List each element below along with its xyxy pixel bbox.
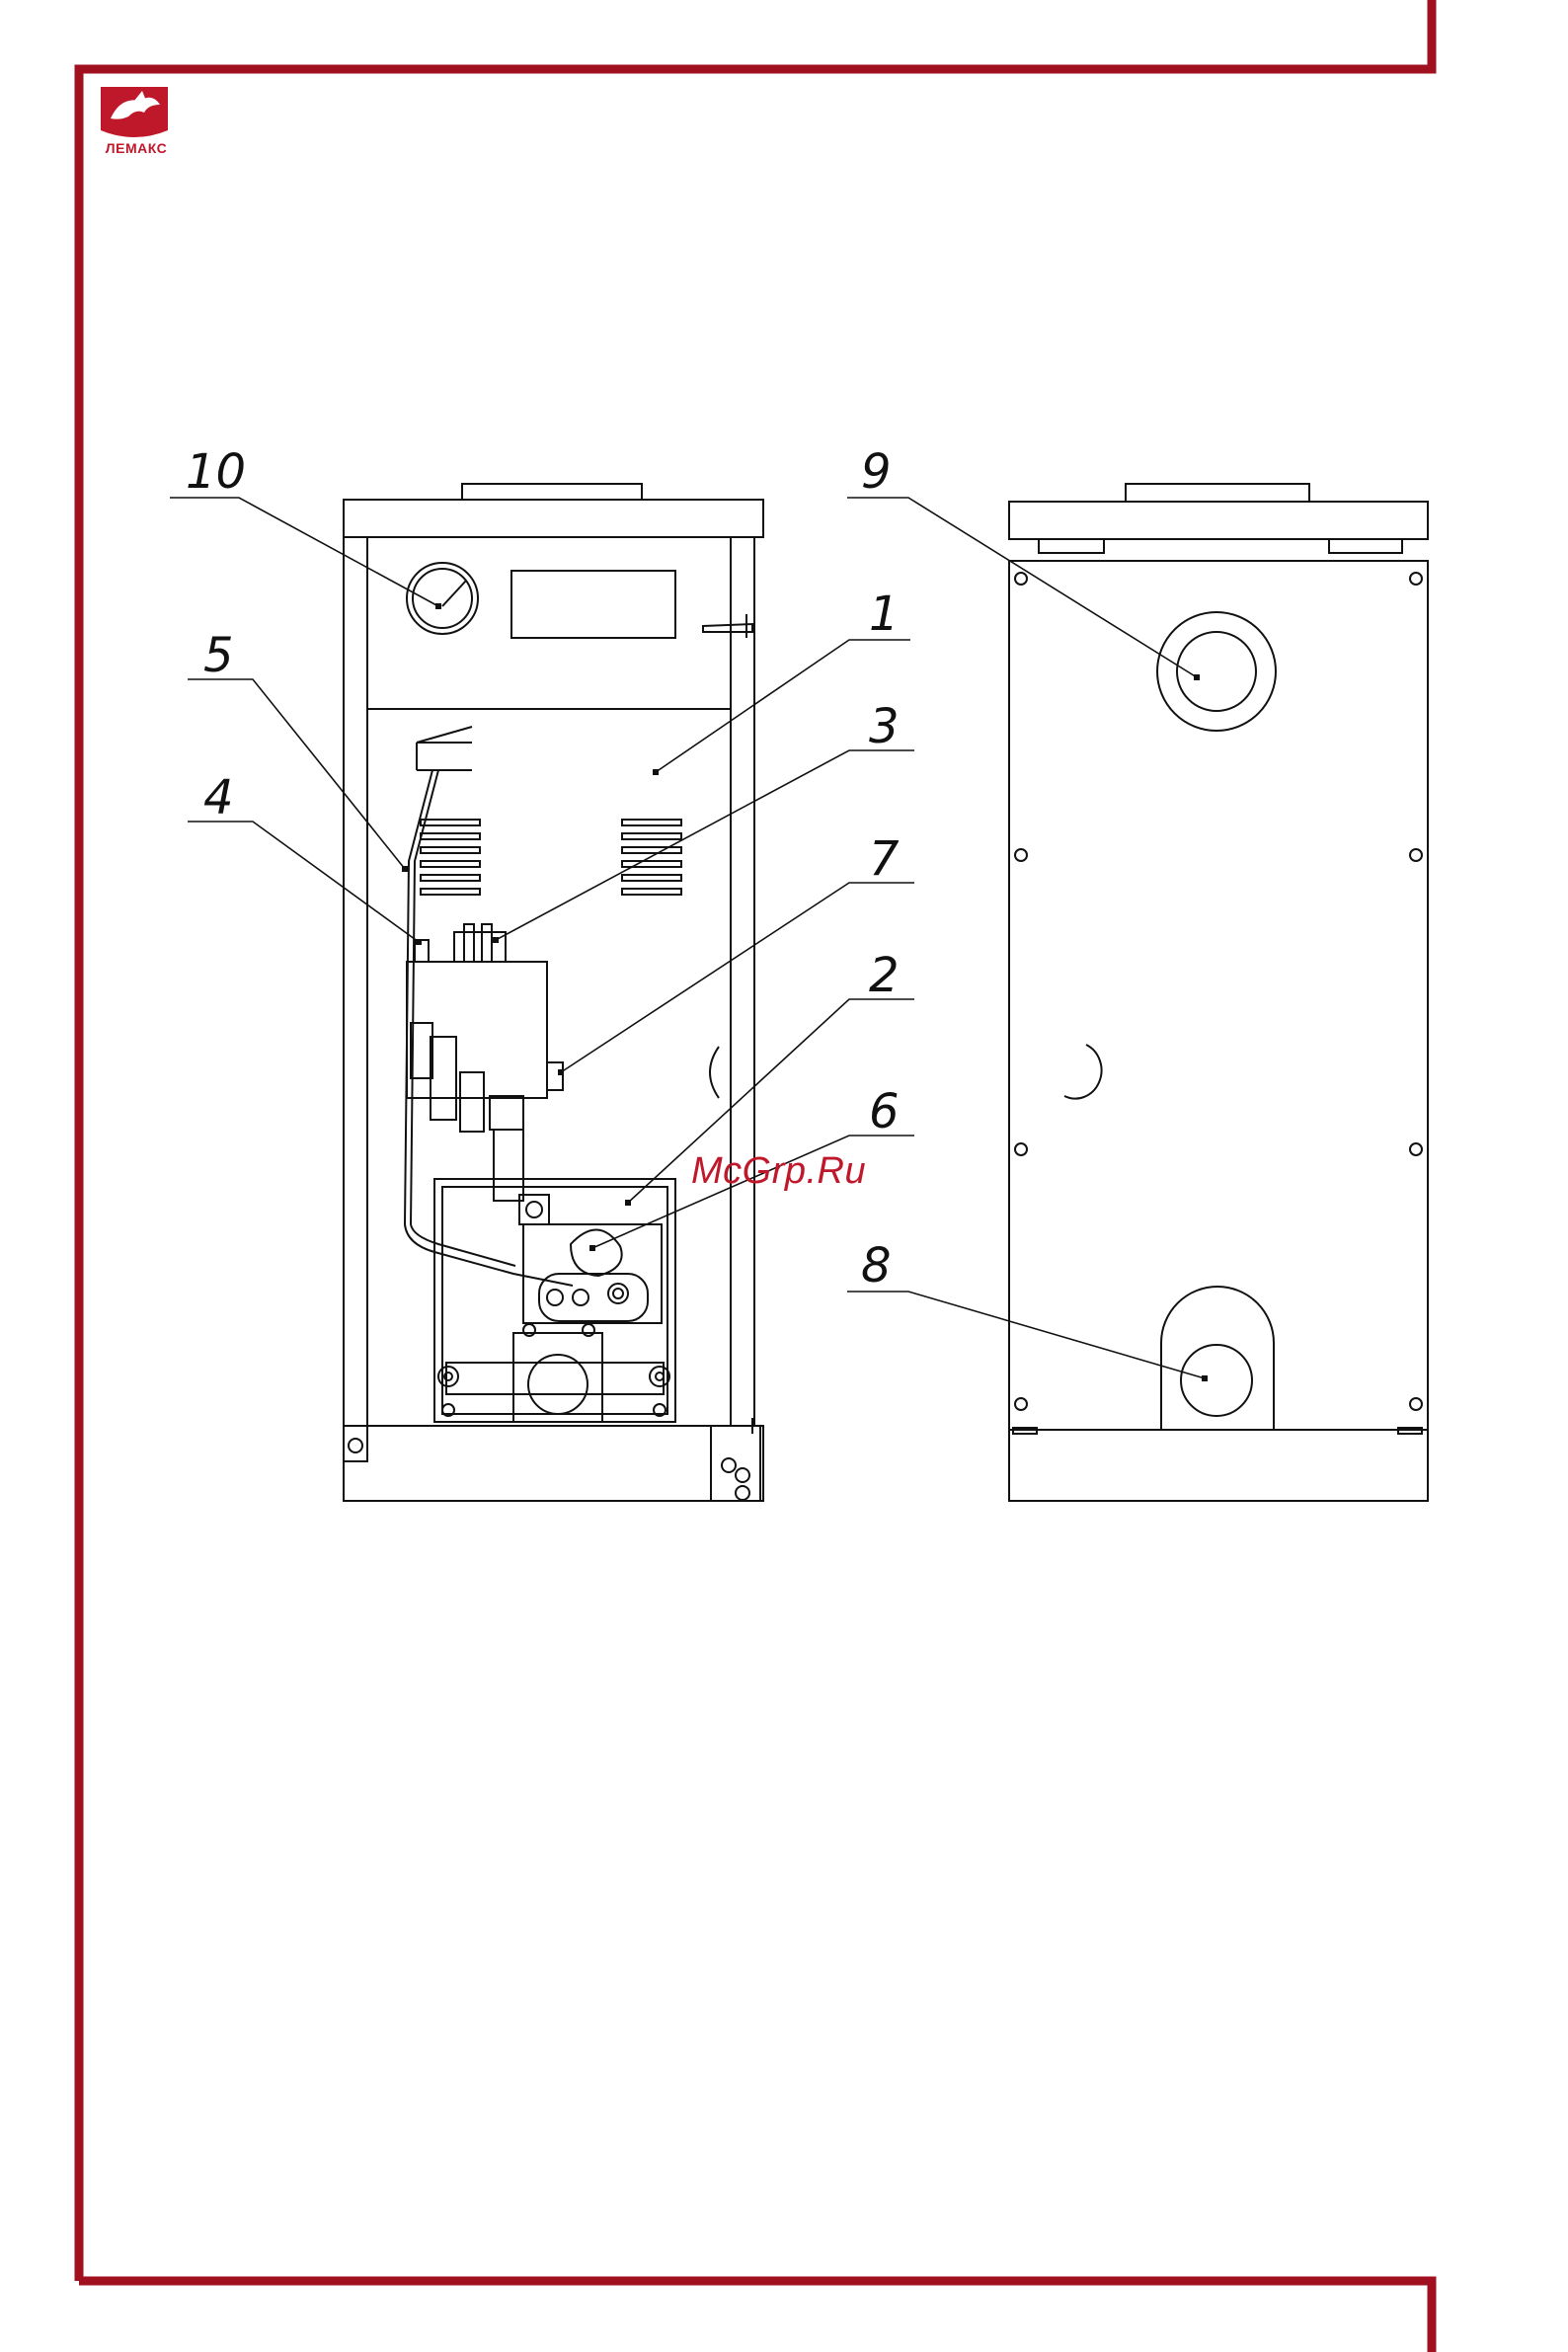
display-window: [511, 571, 675, 638]
pilot-burner: [571, 1229, 622, 1276]
callout-7: 7: [869, 831, 900, 887]
return-connection: [1161, 1287, 1274, 1430]
callout-5: 5: [203, 628, 234, 683]
watermark: McGrp.Ru: [691, 1150, 866, 1193]
callout-10: 10: [186, 444, 246, 500]
rear-view: [1009, 484, 1428, 1501]
callout-leaders: [170, 498, 1205, 1378]
thermometer: [407, 563, 478, 634]
callout-1: 1: [869, 587, 900, 642]
front-view: [344, 484, 763, 1501]
callout-4: 4: [203, 770, 234, 825]
callout-6: 6: [869, 1084, 900, 1139]
callout-9: 9: [861, 444, 892, 500]
callout-2: 2: [869, 948, 900, 1003]
callout-8: 8: [861, 1238, 892, 1294]
supply-connection: [1157, 612, 1276, 731]
callout-3: 3: [869, 699, 900, 754]
vents-left: [421, 820, 480, 895]
burner-box: [434, 1179, 675, 1422]
